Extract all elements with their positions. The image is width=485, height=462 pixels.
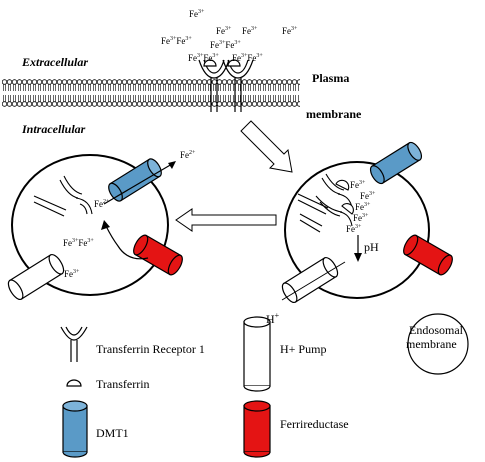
- endosome-transition-arrow: [175, 208, 277, 232]
- fe2-ion: Fe2+: [94, 199, 110, 209]
- ferrireductase-left: [133, 234, 183, 276]
- legend-endosomal-membrane-icon: [407, 313, 469, 375]
- legend-transferrin-receptor-label: Transferrin Receptor 1: [96, 342, 205, 356]
- legend-transferrin-receptor-icon: [60, 326, 88, 362]
- reduction-arrowhead: [101, 220, 110, 230]
- membrane-label: membrane: [306, 107, 362, 121]
- ph-decrease-arrowhead: [354, 253, 362, 262]
- legend-ferrireductase-icon: [243, 400, 271, 458]
- fe3-ion: Fe3+: [189, 9, 205, 19]
- legend-h-pump-icon: [243, 316, 271, 392]
- intracellular-label: Intracellular: [22, 122, 86, 136]
- fe2-ion-exported: Fe2+: [180, 150, 196, 160]
- plasma-label: Plasma: [312, 71, 350, 85]
- membrane-transferrin-receptors: [198, 59, 254, 112]
- dmt1-channel-right: [369, 141, 423, 185]
- legend-transferrin-icon: [66, 379, 82, 387]
- endocytosis-arrow: [240, 120, 293, 173]
- fe3-ion: Fe3+: [353, 213, 369, 223]
- legend-dmt1-label: DMT1: [96, 426, 129, 440]
- ph-label: pH: [364, 240, 379, 254]
- fe3-ion: Fe3+: [216, 26, 232, 36]
- legend-ferrireductase-label: Ferrireductase: [280, 417, 349, 431]
- legend-dmt1-icon: [62, 400, 88, 458]
- h-pump-left: [7, 253, 65, 301]
- extracellular-label: Extracellular: [22, 55, 89, 69]
- fe3-ion: Fe3+Fe3+: [188, 53, 219, 63]
- fe3-ion: Fe3+: [282, 26, 298, 36]
- plasma-membrane: [2, 79, 300, 107]
- legend-h-pump-label: H+ Pump: [280, 342, 327, 356]
- ferrireductase-right: [403, 234, 453, 276]
- legend-endosomal-label-line1: Endosomal: [409, 323, 463, 337]
- fe3-ion: Fe3+: [355, 202, 371, 212]
- fe2-export-arrow: [103, 163, 173, 205]
- left-endosome-receptors: [33, 175, 93, 217]
- fe3-ion: Fe3+Fe3+: [161, 36, 192, 46]
- fe3-ion: Fe3+Fe3+: [63, 238, 94, 248]
- fe3-ion: Fe3+: [346, 224, 362, 234]
- fe3-ion: Fe3+: [64, 269, 80, 279]
- legend-endosomal-label-line2: membrane: [406, 337, 457, 351]
- right-endosome-receptors: [297, 173, 354, 233]
- fe3-ion: Fe3+Fe3+: [210, 40, 241, 50]
- fe3-ion: Fe3+: [350, 180, 366, 190]
- reduction-arrow: [105, 225, 149, 260]
- legend-transferrin-label: Transferrin: [96, 377, 150, 391]
- proton-entry-line: [281, 261, 346, 301]
- fe3-ion: Fe3+: [242, 26, 258, 36]
- fe3-ion: Fe3+: [360, 191, 376, 201]
- fe3-ion: Fe3+Fe3+: [232, 53, 263, 63]
- proton-label: H+: [266, 311, 280, 326]
- dmt1-channel-left: [108, 158, 162, 202]
- fe2-export-arrowhead: [168, 161, 176, 169]
